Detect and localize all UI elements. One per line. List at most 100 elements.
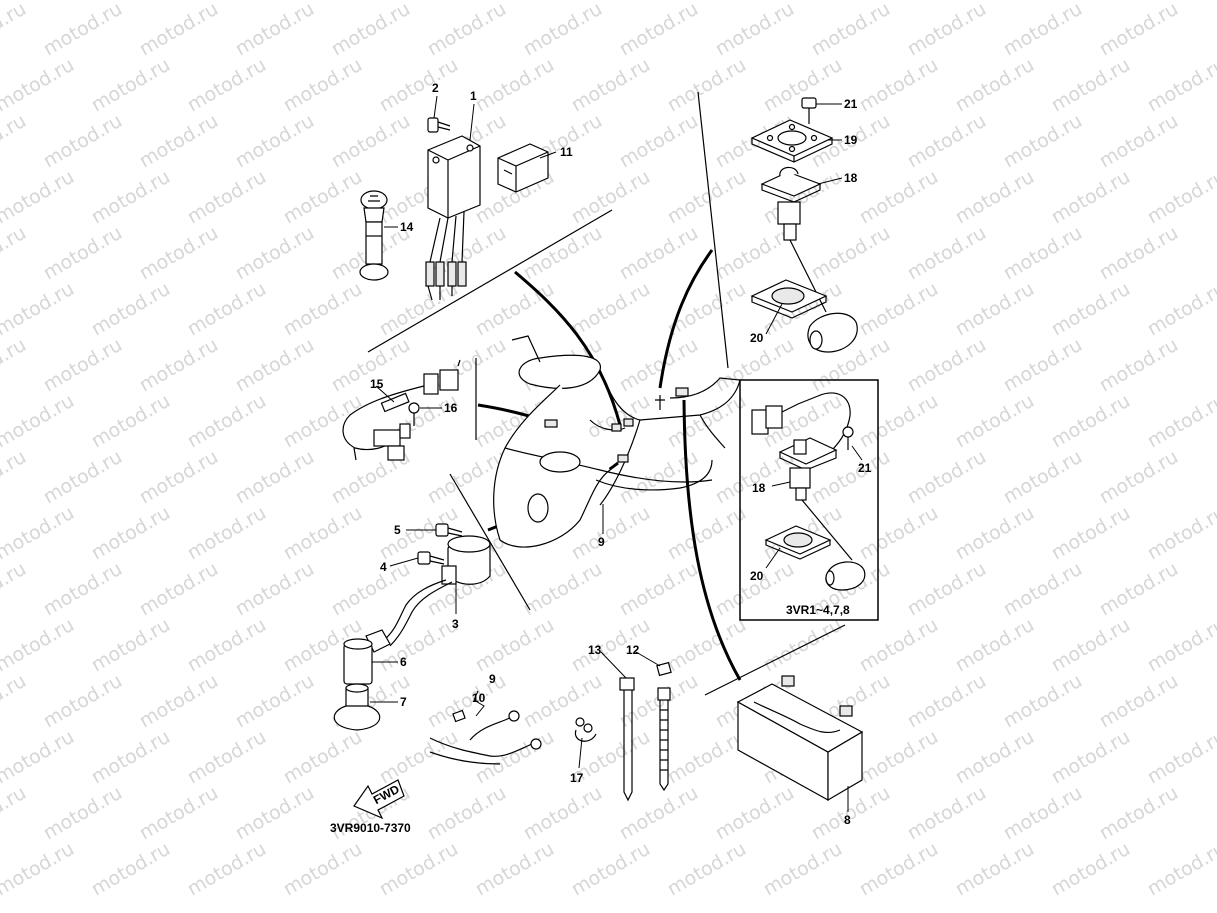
callout-8: 8 — [844, 813, 851, 827]
watermark-text: motod.ru — [472, 838, 558, 901]
ground-lead — [429, 709, 542, 765]
watermark-text: motod.ru — [1000, 670, 1086, 733]
watermark-text: motod.ru — [1096, 222, 1182, 285]
watermark-text: motod.ru — [328, 558, 414, 621]
watermark-text: motod.ru — [184, 390, 270, 453]
watermark-text: motod.ru — [0, 446, 30, 509]
watermark-text: motod.ru — [0, 0, 30, 60]
watermark-text: motod.ru — [40, 110, 126, 173]
watermark-text: motod.ru — [952, 502, 1038, 565]
watermark-text: motod.ru — [904, 446, 990, 509]
watermark-text: motod.ru — [664, 278, 750, 341]
callout-13: 13 — [588, 643, 602, 657]
callout-18-inset: 18 — [752, 481, 766, 495]
watermark-text: motod.ru — [568, 166, 654, 229]
watermark-text: motod.ru — [712, 0, 798, 60]
watermark-text: motod.ru — [88, 726, 174, 789]
watermark-text: motod.ru — [0, 726, 78, 789]
callout-5: 5 — [394, 523, 401, 537]
watermark-text: motod.ru — [232, 670, 318, 733]
callout-1: 1 — [470, 89, 477, 103]
watermark-text: motod.ru — [1144, 614, 1217, 677]
watermark-text: motod.ru — [88, 54, 174, 117]
watermark-text: motod.ru — [856, 390, 942, 453]
watermark-text: motod.ru — [952, 838, 1038, 901]
leader-lines — [370, 95, 863, 812]
watermark-text: motod.ru — [0, 222, 30, 285]
callout-6: 6 — [400, 655, 407, 669]
watermark-text: motod.ru — [664, 614, 750, 677]
watermark-text: motod.ru — [88, 614, 174, 677]
watermark-text: motod.ru — [88, 502, 174, 565]
watermark-text: motod.ru — [280, 838, 366, 901]
fuel-sender-main — [750, 97, 858, 353]
watermark-text: motod.ru — [0, 110, 30, 173]
watermark-text: motod.ru — [1000, 782, 1086, 845]
watermark-text: motod.ru — [856, 166, 942, 229]
watermark-text: motod.ru — [856, 614, 942, 677]
watermark-text: motod.ru — [280, 166, 366, 229]
callout-20-inset: 20 — [750, 569, 764, 583]
watermark-text: motod.ru — [184, 278, 270, 341]
watermark-text: motod.ru — [760, 614, 846, 677]
cdi-unit — [425, 135, 481, 301]
watermark-text: motod.ru — [808, 222, 894, 285]
watermark-text: motod.ru — [376, 726, 462, 789]
clamp-part-17 — [574, 717, 597, 742]
watermark-text: motod.ru — [40, 670, 126, 733]
watermark-text: motod.ru — [664, 838, 750, 901]
watermark-text: motod.ru — [808, 0, 894, 60]
sub-harness — [342, 359, 461, 461]
bolt-part-4 — [417, 551, 445, 565]
watermark-text: motod.ru — [1096, 446, 1182, 509]
watermark-text: motod.ru — [136, 446, 222, 509]
watermark-text: motod.ru — [472, 54, 558, 117]
watermark-text: motod.ru — [856, 502, 942, 565]
watermark-text: motod.ru — [520, 782, 606, 845]
watermark-text: motod.ru — [568, 838, 654, 901]
bolt-part-5 — [435, 523, 463, 537]
watermark-text: motod.ru — [424, 0, 510, 60]
watermark-text: motod.ru — [0, 838, 78, 901]
watermark-text: motod.ru — [904, 334, 990, 397]
relay-unit — [497, 143, 549, 193]
watermark-text: motod.ru — [616, 110, 702, 173]
watermark-text: motod.ru — [0, 334, 30, 397]
watermark-text: motod.ru — [1048, 726, 1134, 789]
watermark-text: motod.ru — [904, 670, 990, 733]
watermark-text: motod.ru — [472, 278, 558, 341]
callout-labels: 1 2 3 4 5 6 7 8 9 9 10 11 12 13 14 15 16… — [330, 81, 872, 835]
watermark-text: motod.ru — [904, 222, 990, 285]
forward-arrow-icon: FWD — [353, 779, 405, 820]
watermark-text: motod.ru — [1000, 0, 1086, 60]
callout-12: 12 — [626, 643, 640, 657]
callout-20-main: 20 — [750, 331, 764, 345]
watermark-text: motod.ru — [280, 502, 366, 565]
watermark-text: motod.ru — [232, 334, 318, 397]
watermark-text: motod.ru — [856, 726, 942, 789]
watermark-text: motod.ru — [0, 166, 78, 229]
watermark-text: motod.ru — [328, 110, 414, 173]
watermark-text: motod.ru — [1096, 0, 1182, 60]
watermark-text: motod.ru — [568, 614, 654, 677]
starter-switch — [359, 190, 389, 281]
watermark-text: motod.ru — [376, 54, 462, 117]
watermark-text: motod.ru — [136, 558, 222, 621]
watermark-text: motod.ru — [952, 390, 1038, 453]
watermark-text: motod.ru — [760, 838, 846, 901]
callout-14: 14 — [400, 220, 414, 234]
watermark-text: motod.ru — [136, 222, 222, 285]
watermark-text: motod.ru — [856, 54, 942, 117]
watermark-text: motod.ru — [760, 166, 846, 229]
watermark-text: motod.ru — [88, 390, 174, 453]
watermark-text: motod.ru — [1000, 558, 1086, 621]
watermark-text: motod.ru — [568, 278, 654, 341]
watermark-text: motod.ru — [136, 334, 222, 397]
watermark-text: motod.ru — [184, 54, 270, 117]
screw-part-2 — [427, 117, 451, 133]
watermark-text: motod.ru — [88, 166, 174, 229]
callout-11: 11 — [560, 145, 573, 159]
callout-21-main: 21 — [844, 97, 858, 111]
